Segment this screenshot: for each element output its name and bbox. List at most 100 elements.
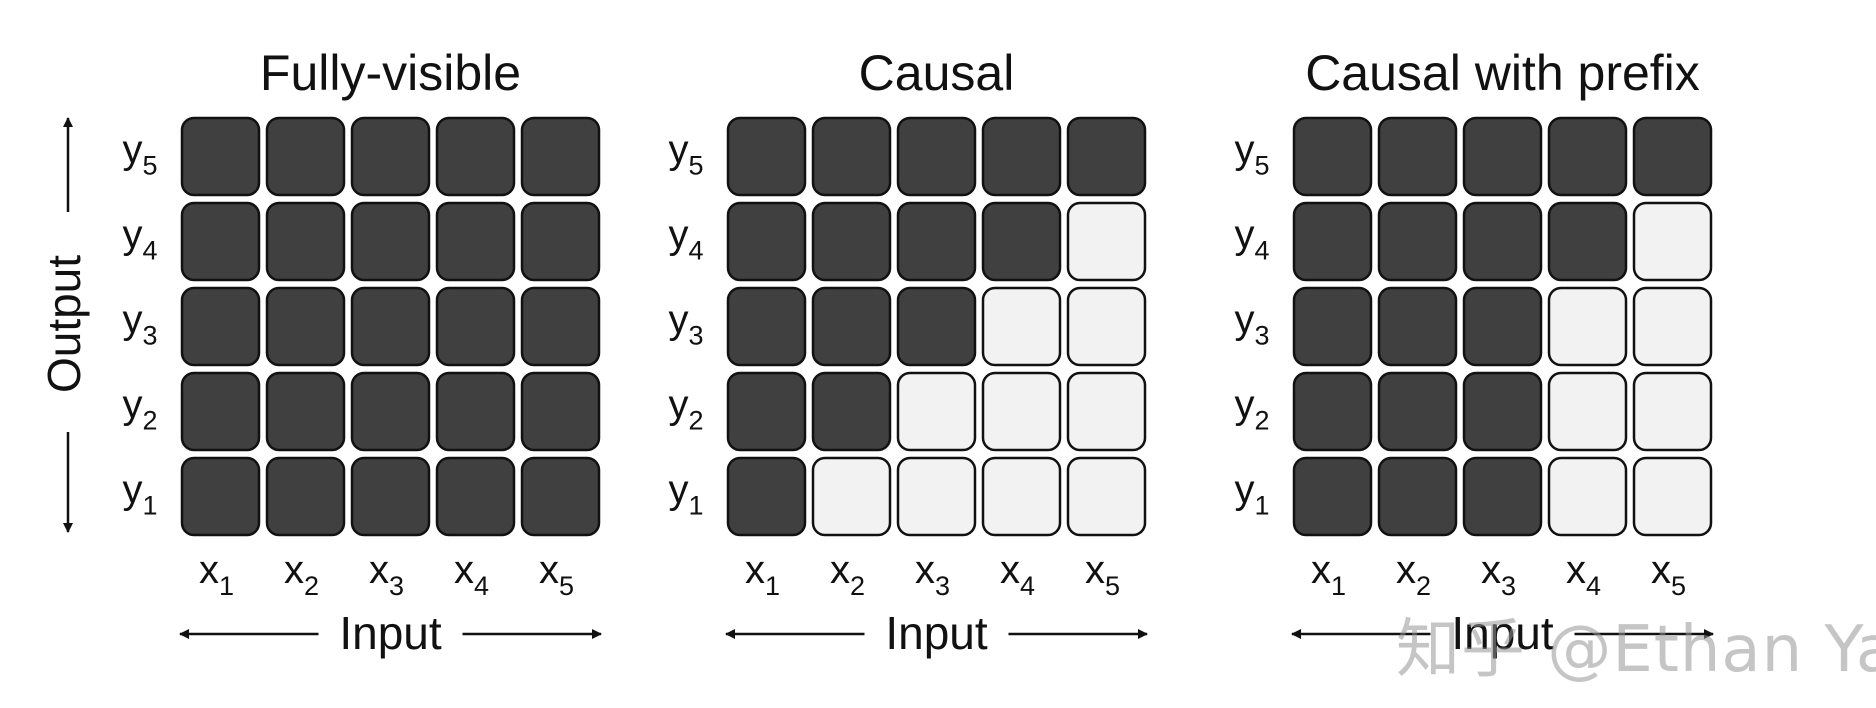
- row-label-y3-subscript: 3: [688, 321, 703, 351]
- row-label-y5: y5: [668, 128, 703, 181]
- row-label-y4-subscript: 4: [142, 236, 157, 266]
- mask-cell-visible: [265, 286, 346, 367]
- mask-cell-visible: [435, 456, 516, 537]
- col-label-x5: x5: [1085, 548, 1120, 601]
- row-label-y1-letter: y: [668, 468, 688, 512]
- row-label-y4-subscript: 4: [688, 236, 703, 266]
- col-label-x2-subscript: 2: [850, 571, 865, 601]
- row-label-y5: y5: [122, 128, 157, 181]
- row-label-y5-letter: y: [122, 128, 142, 172]
- mask-cell-visible: [726, 201, 807, 282]
- mask-cell-visible: [180, 286, 261, 367]
- mask-grid: [1292, 116, 1713, 537]
- mask-cell-masked: [1547, 286, 1628, 367]
- watermark: 知乎 @Ethan Yan: [1396, 613, 1876, 687]
- mask-cell-masked: [811, 456, 892, 537]
- output-axis-label: Output: [38, 255, 90, 393]
- mask-cell-visible: [1292, 201, 1373, 282]
- col-label-x1-subscript: 1: [219, 571, 234, 601]
- mask-cell-visible: [1292, 371, 1373, 452]
- mask-cell-masked: [981, 286, 1062, 367]
- mask-cell-visible: [896, 116, 977, 197]
- row-label-y1: y1: [122, 468, 157, 521]
- row-label-y3: y3: [668, 298, 703, 351]
- mask-cell-visible: [1547, 116, 1628, 197]
- mask-cell-visible: [1462, 201, 1543, 282]
- col-label-x4: x4: [1000, 548, 1035, 601]
- col-label-x5: x5: [1651, 548, 1686, 601]
- row-label-y2: y2: [1234, 383, 1269, 436]
- mask-cell-masked: [981, 456, 1062, 537]
- row-label-y3-letter: y: [1234, 298, 1254, 342]
- row-label-y4-letter: y: [668, 213, 688, 257]
- col-label-x2: x2: [284, 548, 319, 601]
- col-label-x4-letter: x: [1566, 548, 1586, 592]
- row-label-y2-subscript: 2: [688, 406, 703, 436]
- mask-cell-masked: [1632, 286, 1713, 367]
- row-label-y4: y4: [668, 213, 703, 266]
- row-label-y5-letter: y: [668, 128, 688, 172]
- mask-cell-visible: [1462, 371, 1543, 452]
- row-label-y2-letter: y: [668, 383, 688, 427]
- mask-cell-visible: [896, 286, 977, 367]
- mask-cell-visible: [265, 201, 346, 282]
- mask-cell-visible: [435, 286, 516, 367]
- mask-cell-visible: [350, 371, 431, 452]
- mask-cell-visible: [1632, 116, 1713, 197]
- mask-cell-visible: [1462, 456, 1543, 537]
- mask-cell-masked: [981, 371, 1062, 452]
- mask-grid: [180, 116, 601, 537]
- row-label-y3-letter: y: [122, 298, 142, 342]
- mask-cell-masked: [1632, 456, 1713, 537]
- mask-cell-visible: [520, 286, 601, 367]
- row-label-y1-letter: y: [122, 468, 142, 512]
- mask-cell-visible: [726, 371, 807, 452]
- mask-cell-visible: [981, 116, 1062, 197]
- mask-cell-masked: [1547, 456, 1628, 537]
- panel-title: Causal: [859, 45, 1015, 101]
- mask-cell-visible: [520, 116, 601, 197]
- mask-cell-visible: [1377, 371, 1458, 452]
- mask-cell-visible: [726, 286, 807, 367]
- col-label-x1-letter: x: [199, 548, 219, 592]
- row-label-y1-subscript: 1: [688, 491, 703, 521]
- col-label-x4-letter: x: [1000, 548, 1020, 592]
- mask-cell-masked: [1547, 371, 1628, 452]
- col-label-x5-subscript: 5: [1105, 571, 1120, 601]
- col-label-x3-letter: x: [1481, 548, 1501, 592]
- col-label-x2-letter: x: [284, 548, 304, 592]
- panel-title: Fully-visible: [260, 45, 521, 101]
- mask-cell-visible: [726, 116, 807, 197]
- row-label-y3-subscript: 3: [142, 321, 157, 351]
- mask-cell-visible: [520, 201, 601, 282]
- row-label-y3: y3: [1234, 298, 1269, 351]
- mask-cell-visible: [350, 456, 431, 537]
- col-label-x1-subscript: 1: [765, 571, 780, 601]
- mask-cell-masked: [1632, 371, 1713, 452]
- mask-cell-visible: [265, 371, 346, 452]
- mask-cell-visible: [180, 456, 261, 537]
- row-label-y5: y5: [1234, 128, 1269, 181]
- mask-cell-visible: [1066, 116, 1147, 197]
- col-label-x2-letter: x: [830, 548, 850, 592]
- input-axis-label: Input: [1451, 607, 1554, 659]
- input-axis: Input: [179, 607, 602, 659]
- col-label-x1-letter: x: [1311, 548, 1331, 592]
- mask-cell-visible: [811, 371, 892, 452]
- mask-cell-visible: [811, 286, 892, 367]
- col-label-x1-letter: x: [745, 548, 765, 592]
- col-label-x2: x2: [1396, 548, 1431, 601]
- mask-cell-visible: [180, 201, 261, 282]
- mask-cell-masked: [896, 456, 977, 537]
- mask-cell-visible: [1292, 286, 1373, 367]
- col-label-x3-subscript: 3: [389, 571, 404, 601]
- mask-cell-visible: [1547, 201, 1628, 282]
- mask-cell-masked: [1066, 201, 1147, 282]
- col-label-x5: x5: [539, 548, 574, 601]
- row-label-y4-letter: y: [1234, 213, 1254, 257]
- panel-title: Causal with prefix: [1305, 45, 1700, 101]
- row-label-y2-subscript: 2: [1254, 406, 1269, 436]
- col-label-x1-subscript: 1: [1331, 571, 1346, 601]
- col-label-x4-letter: x: [454, 548, 474, 592]
